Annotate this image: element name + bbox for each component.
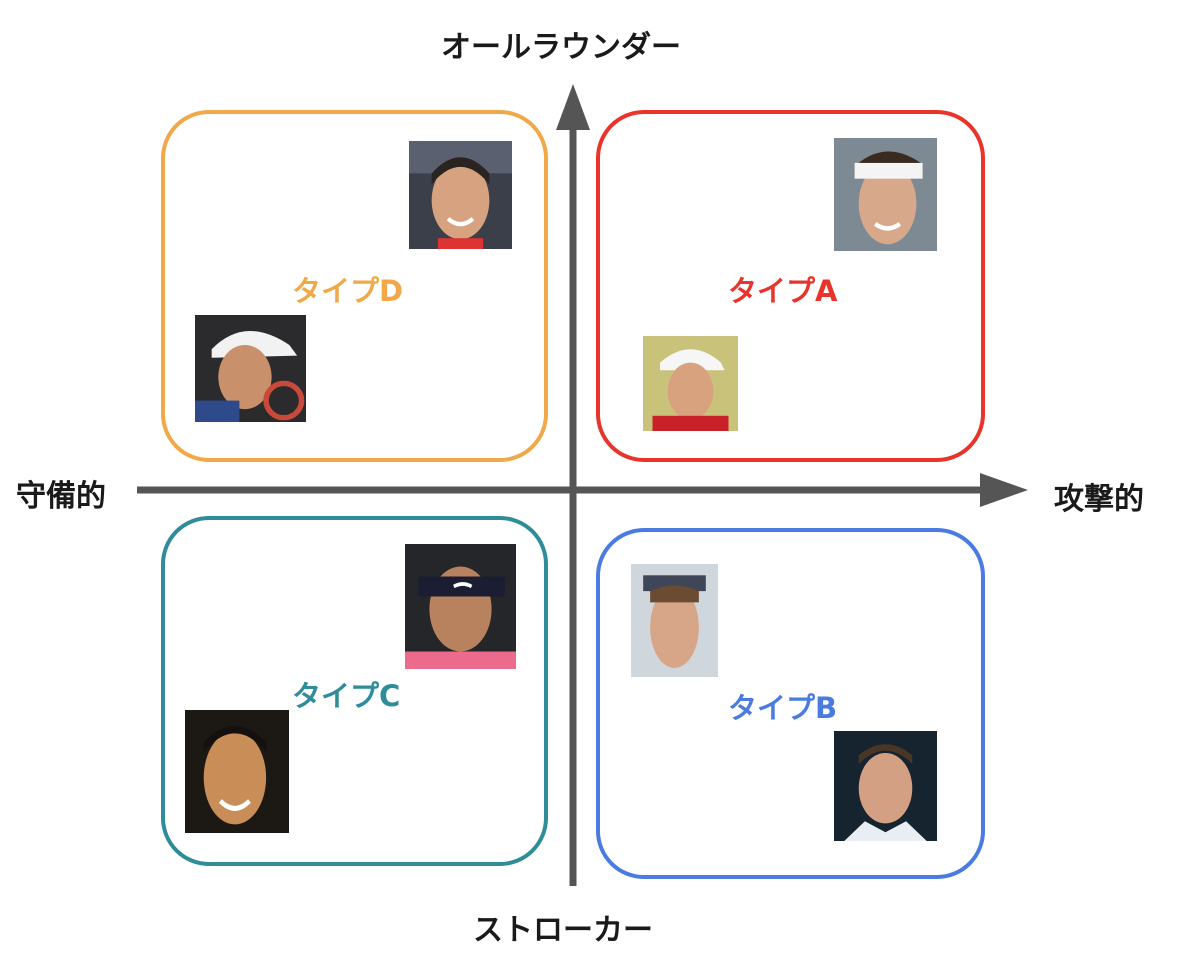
player-portrait-a2 [643, 336, 738, 431]
horizontal-axis [137, 473, 1028, 507]
player-portrait-c1 [405, 544, 516, 669]
player-portrait-d2 [195, 315, 306, 422]
type-a-label: タイプA [728, 274, 838, 308]
type-c-label: タイプC [292, 679, 401, 713]
axis-label-right: 攻撃的 [1054, 482, 1144, 517]
quadrant-type-d [161, 110, 548, 462]
axis-label-bottom: ストローカー [473, 913, 653, 948]
axis-label-left: 守備的 [16, 479, 106, 514]
player-portrait-b1 [631, 564, 718, 677]
type-d-label: タイプD [292, 274, 404, 308]
vertical-axis [556, 84, 590, 886]
quadrant-type-c [161, 516, 548, 866]
axis-label-top: オールラウンダー [441, 30, 681, 65]
player-portrait-b2 [834, 731, 937, 841]
quadrant-type-b [596, 528, 985, 879]
player-portrait-d1 [409, 141, 512, 249]
player-portrait-c2 [185, 710, 289, 833]
quadrant-type-a [596, 110, 985, 462]
up-arrowhead [556, 84, 590, 130]
right-arrowhead [980, 473, 1028, 507]
player-portrait-a1 [834, 138, 937, 251]
type-b-label: タイプB [728, 691, 838, 725]
